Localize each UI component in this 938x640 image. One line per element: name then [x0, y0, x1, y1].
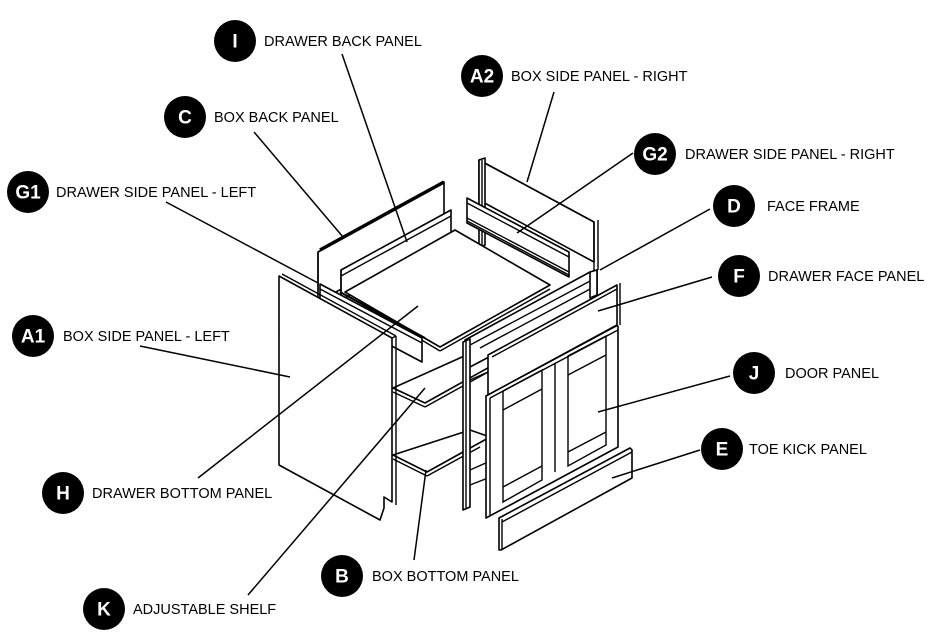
part-label: BOX BOTTOM PANEL [372, 569, 519, 585]
badge-a2 [461, 55, 503, 97]
badge-c [164, 96, 206, 138]
leader-j [597, 375, 731, 413]
badge-g1 [7, 171, 49, 213]
badge-k [83, 588, 125, 630]
callout-g1: G1 DRAWER SIDE PANEL - LEFT [7, 171, 256, 213]
badge-code: C [178, 108, 192, 129]
callout-g2: G2 DRAWER SIDE PANEL - RIGHT [634, 133, 895, 175]
part-label: DRAWER BOTTOM PANEL [92, 486, 272, 502]
badge-code: G2 [642, 145, 667, 166]
part-label: TOE KICK PANEL [749, 442, 867, 458]
badge-code: A2 [470, 67, 494, 88]
badge-b [321, 555, 363, 597]
callout-h: H DRAWER BOTTOM PANEL [42, 472, 272, 514]
leader-b [413, 469, 427, 561]
leader-i [341, 53, 408, 243]
callout-e: E TOE KICK PANEL [701, 428, 867, 470]
leader-g1 [165, 201, 319, 284]
leader-d [599, 208, 711, 271]
badge-d [713, 185, 755, 227]
badge-a1 [12, 315, 54, 357]
badge-code: I [232, 32, 237, 53]
badge-code: E [716, 440, 729, 461]
leader-f [597, 276, 713, 312]
part-label: FACE FRAME [767, 199, 860, 215]
leader-e [611, 449, 701, 479]
box-bottom-panel-shape [392, 429, 491, 477]
leader-g2 [516, 152, 634, 234]
cabinet-drawing [278, 157, 633, 551]
badge-code: F [733, 267, 745, 288]
callouts: I DRAWER BACK PANEL A2 BOX SIDE PANEL - … [7, 20, 924, 630]
badge-code: A1 [21, 327, 46, 348]
leader-c [253, 131, 344, 238]
badge-f [718, 255, 760, 297]
badge-code: B [335, 567, 349, 588]
part-label: DRAWER FACE PANEL [768, 269, 924, 285]
part-label: BOX SIDE PANEL - LEFT [63, 329, 230, 345]
callout-c: C BOX BACK PANEL [164, 96, 339, 138]
badge-i [214, 20, 256, 62]
part-label: BOX SIDE PANEL - RIGHT [511, 69, 688, 85]
badge-j [733, 352, 775, 394]
drawer-side-panel-right-shape [466, 197, 570, 278]
leader-a1 [139, 345, 291, 378]
part-label: BOX BACK PANEL [214, 110, 339, 126]
callout-b: B BOX BOTTOM PANEL [321, 555, 519, 597]
callout-i: I DRAWER BACK PANEL [214, 20, 422, 62]
callout-f: F DRAWER FACE PANEL [718, 255, 924, 297]
badge-code: K [97, 600, 111, 621]
leader-h [197, 305, 419, 479]
callout-a1: A1 BOX SIDE PANEL - LEFT [12, 315, 230, 357]
callout-j: J DOOR PANEL [733, 352, 879, 394]
callout-k: K ADJUSTABLE SHELF [83, 588, 276, 630]
part-label: DOOR PANEL [785, 366, 879, 382]
badge-code: G1 [15, 183, 41, 204]
badge-code: J [749, 364, 760, 385]
toe-kick-panel-shape [498, 447, 633, 551]
face-frame-shape [462, 269, 598, 511]
badge-g2 [634, 133, 676, 175]
badge-code: D [727, 197, 741, 218]
door-panel-shape [485, 325, 619, 519]
leader-lines [139, 53, 731, 596]
callout-d: D FACE FRAME [713, 185, 860, 227]
leader-k [247, 387, 426, 596]
part-label: DRAWER SIDE PANEL - RIGHT [685, 147, 895, 163]
callout-a2: A2 BOX SIDE PANEL - RIGHT [461, 55, 688, 97]
part-label: ADJUSTABLE SHELF [133, 602, 276, 618]
badge-h [42, 472, 84, 514]
badge-e [701, 428, 743, 470]
badge-code: H [56, 484, 70, 505]
part-label: DRAWER BACK PANEL [264, 34, 422, 50]
part-label: DRAWER SIDE PANEL - LEFT [56, 185, 256, 201]
leader-a2 [526, 91, 555, 183]
